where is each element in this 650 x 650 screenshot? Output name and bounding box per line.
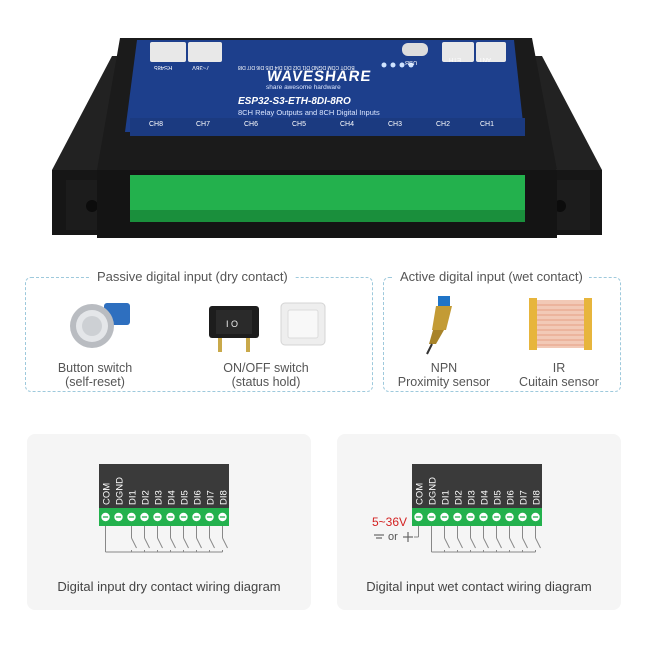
terminal-label: DI5	[180, 490, 191, 505]
switch-contact-icon	[131, 537, 137, 549]
curtain-sensor-caption: IR Cuitain sensor	[519, 361, 599, 389]
terminal-label: COM	[102, 483, 113, 505]
channel-label: CH5	[292, 121, 307, 128]
device-brand: WAVESHARE	[265, 68, 373, 85]
voltage-label: 5~36V	[372, 515, 407, 529]
terminal-label: COM	[415, 483, 426, 505]
device-illustration	[52, 38, 602, 238]
port-label-usb: USB	[405, 59, 418, 65]
terminal-label: DI1	[128, 490, 139, 505]
switch-contact-icon	[522, 537, 528, 549]
port-label-inputs: BOOT COM DGND DI1 DI2 DI3 DI4 DI5 DI6 DI…	[238, 64, 355, 70]
terminal-label: DI7	[206, 490, 217, 505]
passive-devices-illustration: I O	[70, 302, 326, 352]
channel-label: CH8	[149, 121, 164, 128]
terminal-label: DI6	[193, 490, 204, 505]
terminal-label: DGND	[428, 477, 439, 505]
switch-contact-icon	[483, 537, 489, 549]
rocker-switch-icon: I O	[209, 306, 259, 352]
dry-wiring-caption: Digital input dry contact wiring diagram	[57, 579, 281, 594]
svg-text:I O: I O	[226, 319, 238, 329]
device-model: ESP32-S3-ETH-8DI-8RO	[238, 96, 351, 107]
onoff-switch-caption: ON/OFF switch (status hold)	[223, 361, 309, 389]
proximity-sensor-icon	[426, 296, 452, 355]
active-devices-illustration	[426, 296, 592, 355]
terminal-block	[99, 508, 229, 526]
terminal-label: DI5	[493, 490, 504, 505]
switch-contact-icon	[170, 537, 176, 549]
proximity-sensor-caption: NPN Proximity sensor	[397, 361, 491, 389]
button-switch-caption: Button switch (self-reset)	[57, 361, 133, 389]
switch-contact-icon	[222, 537, 228, 549]
terminal-label: DI1	[441, 490, 452, 505]
switch-contact-icon	[144, 537, 150, 549]
curtain-sensor-icon	[529, 298, 592, 350]
switch-contact-icon	[457, 537, 463, 549]
passive-input-title: Passive digital input (dry contact)	[91, 269, 294, 285]
terminal-block	[412, 508, 542, 526]
active-input-panel: Active digital input (wet contact) NPN P…	[383, 269, 621, 392]
switch-contact-icon	[535, 537, 541, 549]
switch-contact-icon	[209, 537, 215, 549]
terminal-label: DI2	[454, 490, 465, 505]
channel-label: CH1	[480, 121, 495, 128]
switch-contact-icon	[196, 537, 202, 549]
terminal-label: DI7	[519, 490, 530, 505]
switch-contact-icon	[509, 537, 515, 549]
wall-switch-icon	[280, 302, 326, 346]
switch-contact-icon	[470, 537, 476, 549]
channel-label: CH6	[244, 121, 259, 128]
terminal-label: DI8	[532, 490, 543, 505]
port-label-eth: ETH	[449, 56, 461, 62]
channel-label: CH2	[436, 121, 451, 128]
or-label: or	[388, 531, 398, 543]
terminal-label: DGND	[115, 477, 126, 505]
device-photo: WAVESHARE share awesome hardware ESP32-S…	[52, 20, 602, 245]
terminal-label: DI4	[480, 490, 491, 505]
terminal-label: DI2	[141, 490, 152, 505]
switch-contact-icon	[496, 537, 502, 549]
device-description: 8CH Relay Outputs and 8CH Digital Inputs	[238, 108, 380, 117]
channel-label: CH7	[196, 121, 211, 128]
port-label-rs485: RS485	[154, 64, 173, 70]
switch-contact-icon	[444, 537, 450, 549]
terminal-header	[412, 464, 542, 508]
switch-contact-icon	[157, 537, 163, 549]
device-tagline: share awesome hardware	[266, 84, 341, 91]
terminal-label: DI3	[467, 490, 478, 505]
wet-wiring-caption: Digital input wet contact wiring diagram	[366, 579, 592, 594]
terminal-label: DI3	[154, 490, 165, 505]
channel-label: CH4	[340, 121, 355, 128]
port-label-ant: ANT	[479, 56, 491, 62]
channel-label: CH3	[388, 121, 403, 128]
active-input-title: Active digital input (wet contact)	[394, 269, 589, 285]
passive-input-panel: Passive digital input (dry contact) I O …	[25, 269, 373, 392]
button-switch-icon	[70, 303, 130, 348]
port-label-power: 7~36V	[192, 64, 210, 70]
terminal-header	[99, 464, 229, 508]
switch-contact-icon	[183, 537, 189, 549]
terminal-label: DI6	[506, 490, 517, 505]
terminal-label: DI8	[219, 490, 230, 505]
terminal-label: DI4	[167, 490, 178, 505]
